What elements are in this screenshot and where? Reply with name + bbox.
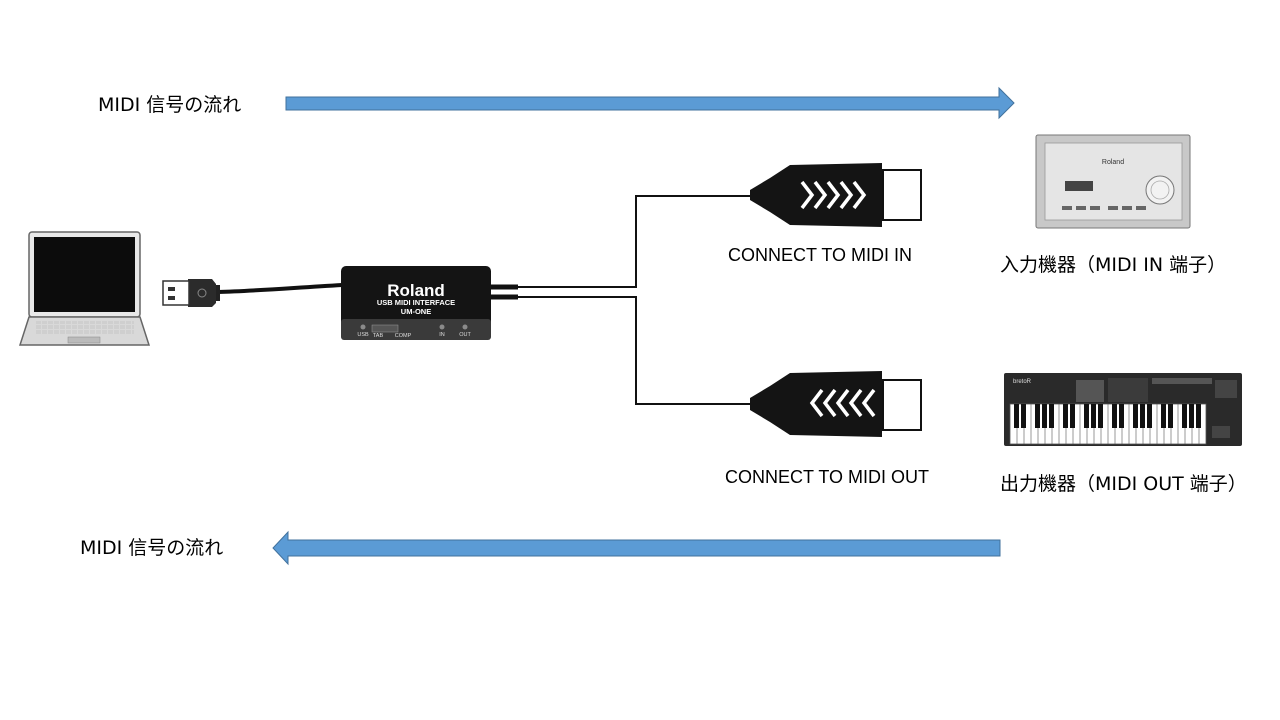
comp-switch-label: COMP [395,333,412,339]
sound-module-brand: Roland [1102,159,1124,166]
chevrons-left-icon [809,388,876,418]
signal-flow-arrow-left [272,530,1001,566]
signal-flow-label-bottom: MIDI 信号の流れ [80,537,224,559]
tab-switch-label: TAB [373,333,384,339]
usb-cable [162,279,343,307]
midi-cables [490,195,752,405]
signal-flow-arrow-right [285,86,1015,120]
midi-in-connector [750,163,922,227]
sound-module-device: Roland [1035,134,1191,229]
connect-to-midi-out-label: CONNECT TO MIDI OUT [725,467,930,487]
in-led-label: IN [439,332,445,338]
um-one-interface: Roland USB MIDI INTERFACE UM-ONE USB TAB… [341,266,491,340]
output-device-label: 出力機器（MIDI OUT 端子） [1000,473,1247,495]
input-device-label: 入力機器（MIDI IN 端子） [1000,254,1227,276]
interface-model-name: UM-ONE [401,307,431,316]
keyboard-black-keys [1014,404,1201,428]
out-led-label: OUT [459,332,471,338]
connect-to-midi-in-label: CONNECT TO MIDI IN [728,245,913,265]
midi-keyboard-device: bretoR [1004,373,1242,446]
keyboard-brand: bretoR [1013,379,1032,385]
midi-out-connector [750,371,922,437]
laptop-icon [18,231,151,346]
signal-flow-label-top: MIDI 信号の流れ [98,94,242,116]
interface-brand: Roland [387,281,445,300]
usb-led-label: USB [357,332,369,338]
interface-model-line: USB MIDI INTERFACE [377,298,455,307]
chevrons-right-icon [800,180,867,210]
